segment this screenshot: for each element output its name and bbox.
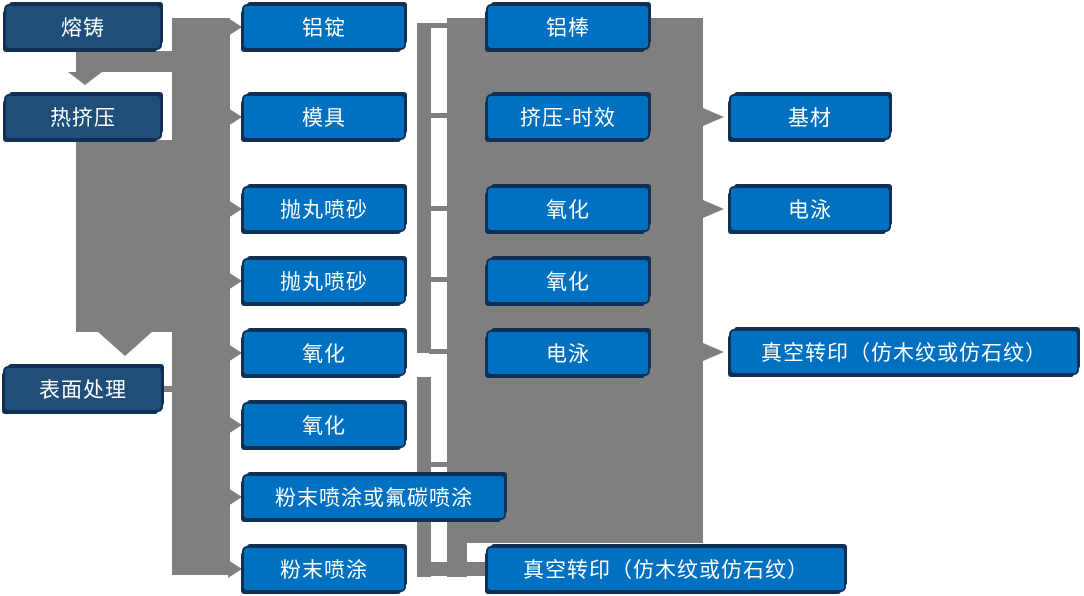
- node-aluminum-ingot: 铝锭: [242, 4, 406, 50]
- node-shot-blasting-2: 抛丸喷砂: [242, 258, 406, 304]
- connector-stub-surface: [161, 386, 176, 392]
- arrow-to-shot-blasting-1: [228, 200, 242, 218]
- connector-stub-row3: [429, 206, 449, 211]
- node-oxidation-1: 氧化: [242, 330, 406, 376]
- arrow-to-vacuum-transfer-2: [703, 343, 724, 361]
- node-oxidation-2: 氧化: [242, 402, 406, 448]
- arrow-to-base-material: [703, 108, 724, 126]
- arrow-to-powder-coating: [228, 560, 242, 578]
- node-oxidation-3: 氧化: [486, 186, 650, 232]
- node-mold: 模具: [242, 94, 406, 140]
- arrow-to-electrophoresis-2: [703, 200, 724, 218]
- node-base-material: 基材: [729, 94, 891, 140]
- node-electrophoresis-2: 电泳: [729, 186, 891, 232]
- connector-elbow-melting: [76, 51, 230, 72]
- arrow-down-to-surface-treatment: [98, 332, 152, 356]
- node-surface-treatment: 表面处理: [3, 366, 163, 412]
- arrow-to-powder-or-fluorocarbon: [228, 488, 242, 506]
- connector-bottom-horizontal: [431, 562, 487, 576]
- connector-stub-row1: [417, 23, 449, 28]
- node-vacuum-transfer-2: 真空转印（仿木纹或仿石纹）: [729, 329, 1079, 375]
- node-hot-extrusion: 热挤压: [4, 94, 162, 140]
- arrow-down-to-hot-extrusion: [68, 72, 102, 85]
- node-melting: 熔铸: [4, 4, 162, 50]
- arrow-to-mold: [228, 108, 242, 126]
- connector-stub-row7: [429, 462, 449, 467]
- node-shot-blasting-1: 抛丸喷砂: [242, 186, 406, 232]
- connector-stub-row4: [429, 277, 449, 282]
- node-powder-coating: 粉末喷涂: [242, 546, 406, 592]
- connector-middle-trunk-upper: [417, 23, 431, 353]
- arrow-to-oxidation-2: [228, 416, 242, 434]
- arrow-to-oxidation-1: [228, 344, 242, 362]
- arrow-to-shot-blasting-2: [228, 272, 242, 290]
- node-extrusion-aging: 挤压-时效: [486, 94, 650, 140]
- arrow-to-aluminum-ingot: [228, 18, 242, 36]
- node-oxidation-4: 氧化: [486, 258, 650, 304]
- node-electrophoresis-1: 电泳: [486, 330, 650, 376]
- node-aluminum-rod: 铝棒: [486, 4, 650, 50]
- connector-stub-row5: [429, 349, 449, 354]
- node-powder-or-fluorocarbon: 粉末喷涂或氟碳喷涂: [242, 474, 506, 520]
- connector-stub-row2: [429, 113, 449, 118]
- node-vacuum-transfer-1: 真空转印（仿木纹或仿石纹）: [486, 546, 846, 592]
- connector-band-extrusion: [76, 140, 230, 332]
